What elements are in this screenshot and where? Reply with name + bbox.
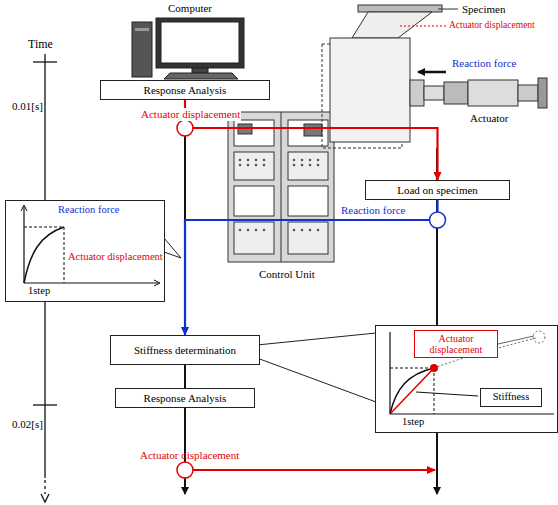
label-text: 0.01[s] — [12, 100, 43, 113]
callout-panel: 1step Actuator displacementStiffness — [375, 325, 558, 433]
leader-line — [257, 333, 376, 402]
node-text: Response Analysis — [144, 84, 227, 97]
displacement-arrow — [177, 462, 435, 478]
callout-panel: Reaction forceActuator displacement 1step — [5, 200, 165, 302]
knob — [239, 229, 242, 232]
knob — [263, 159, 266, 162]
test-setup — [322, 5, 547, 148]
knob — [317, 164, 320, 167]
label-text: 0.02[s] — [12, 418, 43, 431]
label-text: Actuator displacement — [449, 20, 535, 31]
computer-icon — [132, 18, 244, 79]
knob — [309, 229, 312, 232]
process-box: Stiffness determination — [110, 335, 260, 365]
knob — [293, 229, 296, 232]
knob — [255, 159, 258, 162]
node-text: Stiffness — [493, 391, 530, 403]
knob — [301, 229, 304, 232]
label-text: Computer — [168, 2, 212, 15]
signal-arrow — [185, 200, 446, 335]
label-text: Actuator displacement — [140, 449, 239, 462]
process-box: Actuator displacement — [414, 330, 498, 358]
knob — [255, 229, 258, 232]
process-box: Response Analysis — [100, 80, 270, 100]
control-unit — [228, 112, 334, 262]
knob — [263, 164, 266, 167]
knob — [263, 229, 266, 232]
label-text: Time — [28, 38, 53, 52]
knob — [293, 164, 296, 167]
knob — [317, 159, 320, 162]
knob — [247, 159, 250, 162]
node-text: Load on specimen — [397, 184, 478, 197]
label-text: Control Unit — [259, 268, 315, 281]
edge-label: Reaction force — [340, 204, 406, 217]
node-text: Actuator displacement — [68, 251, 163, 263]
process-box: Response Analysis — [115, 388, 255, 408]
label-text: Reaction force — [452, 57, 516, 70]
node-text: Stiffness determination — [134, 344, 236, 357]
knob — [247, 164, 250, 167]
process-line — [185, 100, 437, 494]
knob — [301, 159, 304, 162]
knob — [255, 164, 258, 167]
node-text: 1step — [28, 285, 50, 297]
callout-tail — [164, 238, 181, 258]
label-text: Specimen — [462, 3, 505, 16]
node-text: 1step — [402, 416, 424, 428]
node-text: Response Analysis — [144, 392, 227, 405]
node-text: Reaction force — [58, 204, 120, 216]
knob — [247, 229, 250, 232]
node-text: Actuator displacement — [420, 333, 492, 355]
process-box: Load on specimen — [365, 180, 510, 200]
knob — [301, 164, 304, 167]
edge-label: Actuator displacement — [140, 108, 241, 121]
knob — [293, 159, 296, 162]
knob — [239, 159, 242, 162]
knob — [309, 159, 312, 162]
knob — [309, 164, 312, 167]
label-text: Actuator — [470, 112, 508, 125]
knob — [239, 164, 242, 167]
knob — [317, 229, 320, 232]
process-box: Stiffness — [480, 388, 542, 407]
